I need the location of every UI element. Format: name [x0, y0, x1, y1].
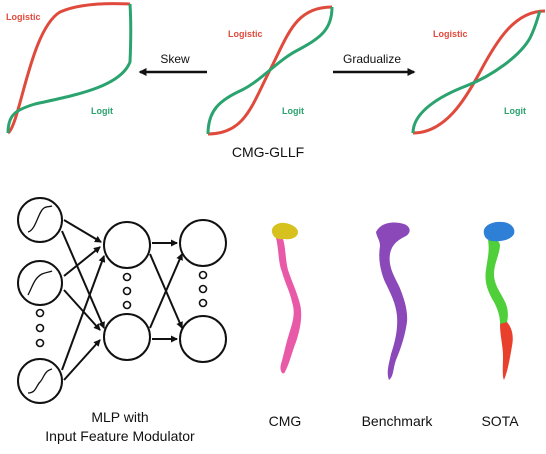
hidden1-ellipsis — [122, 272, 132, 310]
cmg-label: CMG — [269, 413, 302, 429]
mlp-diagram: MLP with Input Feature Modulator — [17, 197, 227, 444]
skew-arrow: Skew — [138, 52, 207, 76]
skew-label: Skew — [160, 52, 190, 66]
input-ellipsis — [35, 308, 45, 348]
sota-segment-head — [483, 221, 515, 242]
sota-segment-middle — [485, 239, 508, 326]
benchmark-label: Benchmark — [362, 413, 434, 429]
right-logistic-curve — [412, 9, 546, 135]
input-node-2 — [17, 260, 63, 306]
benchmark-segment — [376, 222, 410, 380]
right-logit-label: Logit — [504, 106, 526, 116]
cmg-segmentation-image: CMG — [269, 222, 302, 429]
hidden1-node-1 — [103, 221, 151, 269]
sota-label: SOTA — [481, 413, 519, 429]
mlp-edges-layer1 — [61, 219, 106, 381]
center-panel: Logistic Logit CMG-GLLF — [206, 5, 334, 160]
left-logit-curve — [6, 3, 133, 134]
hidden1-node-2 — [103, 313, 151, 361]
mlp-caption-line2: Input Feature Modulator — [45, 428, 195, 444]
modulator-curve-1 — [27, 205, 53, 233]
input-node-3 — [17, 358, 63, 404]
sota-segmentation-image: SOTA — [481, 221, 519, 429]
left-logistic-label: Logistic — [6, 12, 41, 22]
hidden2-node-1 — [179, 219, 227, 267]
gradualize-arrow: Gradualize — [333, 52, 416, 76]
center-logit-label: Logit — [282, 106, 304, 116]
cmg-segment-head — [271, 222, 298, 240]
cmg-segment-body — [276, 236, 302, 374]
mlp-edges-layer2 — [149, 239, 183, 343]
hidden2-node-2 — [179, 315, 227, 363]
sota-segment-tail — [500, 322, 513, 380]
modulator-curve-3 — [27, 368, 53, 394]
left-panel: Logistic Logit — [6, 2, 133, 135]
right-logistic-label: Logistic — [433, 29, 468, 39]
modulator-curve-2 — [27, 270, 53, 296]
right-panel: Logistic Logit — [411, 9, 546, 135]
center-logit-curve — [206, 6, 334, 135]
left-logit-label: Logit — [91, 106, 113, 116]
benchmark-segmentation-image: Benchmark — [362, 222, 434, 429]
right-logit-curve — [411, 10, 542, 134]
center-caption: CMG-GLLF — [232, 144, 304, 160]
center-logistic-label: Logistic — [228, 29, 263, 39]
mlp-caption-line1: MLP with — [91, 409, 148, 425]
gradualize-label: Gradualize — [343, 52, 401, 66]
hidden2-ellipsis — [198, 270, 208, 308]
input-node-1 — [17, 197, 63, 243]
